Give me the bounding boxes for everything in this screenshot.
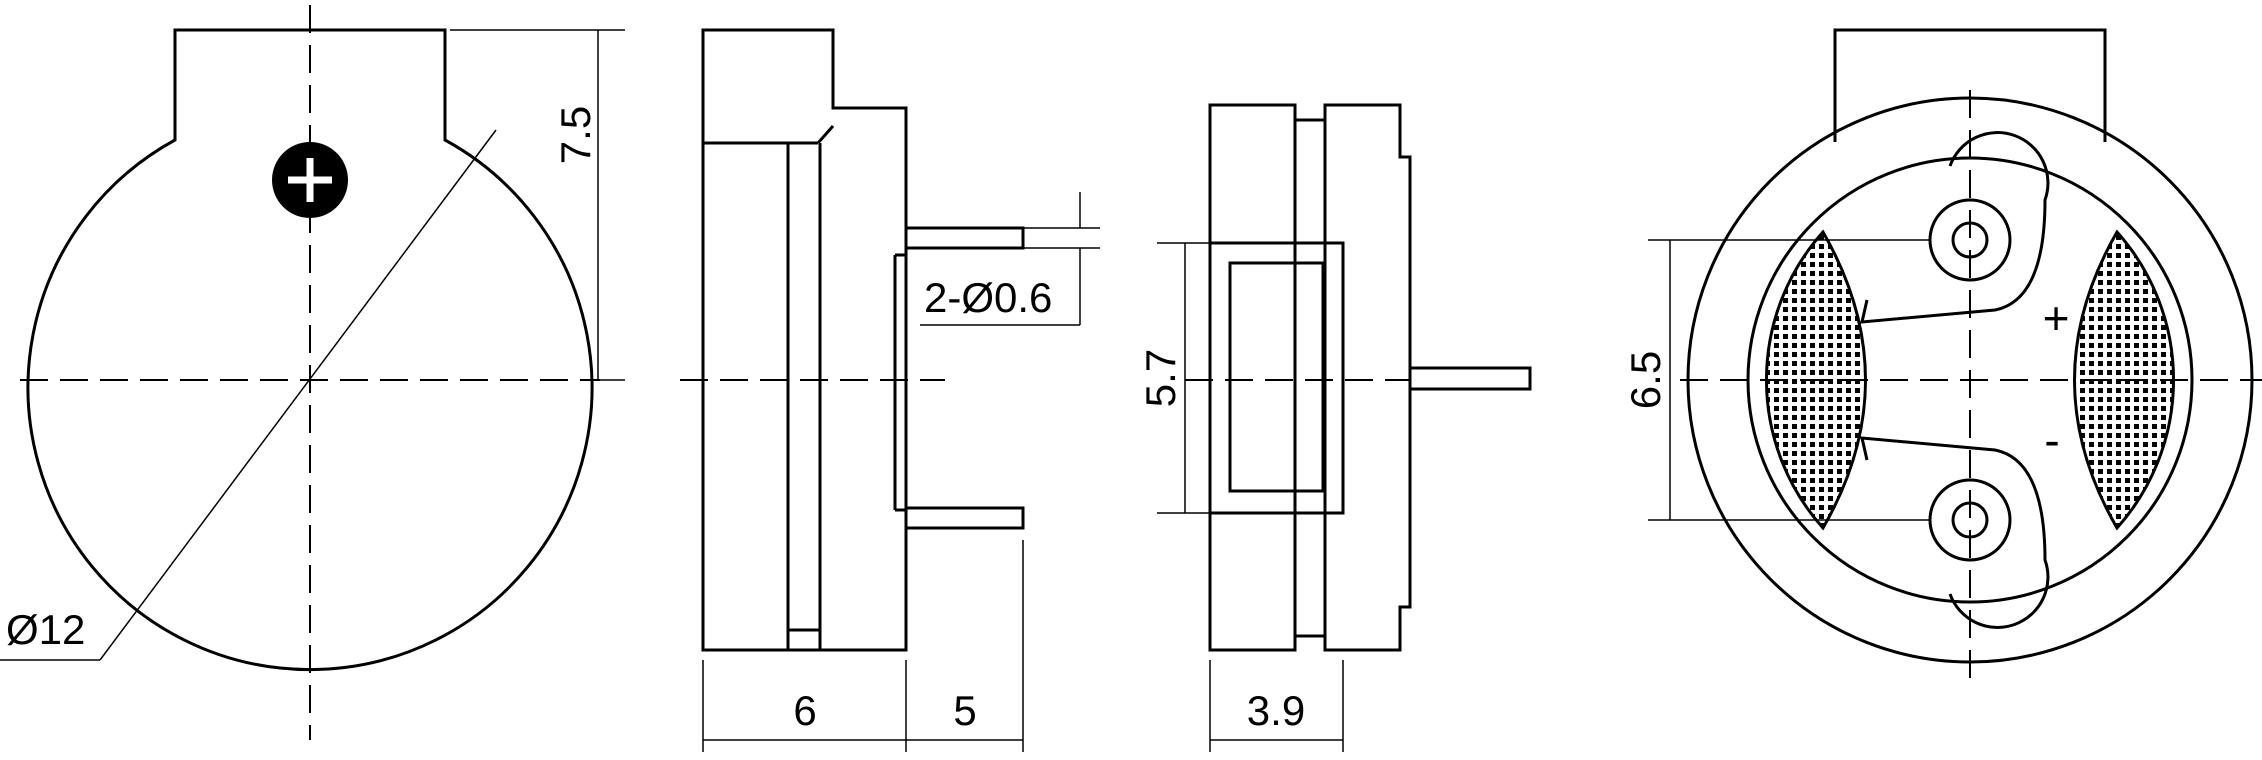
- upper-terminal-tab: [1860, 131, 2050, 324]
- rear-view-tab: [1833, 28, 2107, 142]
- pin-spacing-label: 6.5: [1622, 351, 1669, 409]
- pin-diameter-label: 2-Ø0.6: [924, 274, 1052, 321]
- lower-terminal-tab: [1860, 436, 2050, 629]
- diameter-label: Ø12: [6, 606, 85, 653]
- negative-polarity-label: -: [2044, 414, 2059, 466]
- lower-pin: [904, 506, 1025, 530]
- side-view: 2-Ø0.6 6 5: [680, 28, 1100, 752]
- rear-view: + - 6.5: [1622, 28, 2262, 680]
- bottom-view-body: [1208, 103, 1412, 652]
- body-depth-label: 6: [793, 687, 816, 734]
- height-label: 7.5: [552, 106, 599, 164]
- diameter-leader: [99, 129, 497, 661]
- side-view-chamfer: [816, 125, 835, 144]
- pin-length-label: 5: [953, 687, 976, 734]
- front-view: Ø12 7.5: [0, 5, 625, 740]
- width-label: 5.7: [1137, 349, 1184, 407]
- front-view-outline: [26, 28, 594, 672]
- positive-polarity-label: +: [2043, 292, 2070, 344]
- upper-pin: [904, 226, 1025, 250]
- bottom-view-inner-frame: [1228, 261, 1325, 493]
- bottom-view-outer-frame: [1208, 241, 1345, 515]
- thickness-label: 3.9: [1247, 687, 1305, 734]
- bottom-view-pin: [1408, 366, 1532, 391]
- bottom-view: 5.7 3.9: [1137, 103, 1532, 752]
- side-view-body: [701, 28, 908, 652]
